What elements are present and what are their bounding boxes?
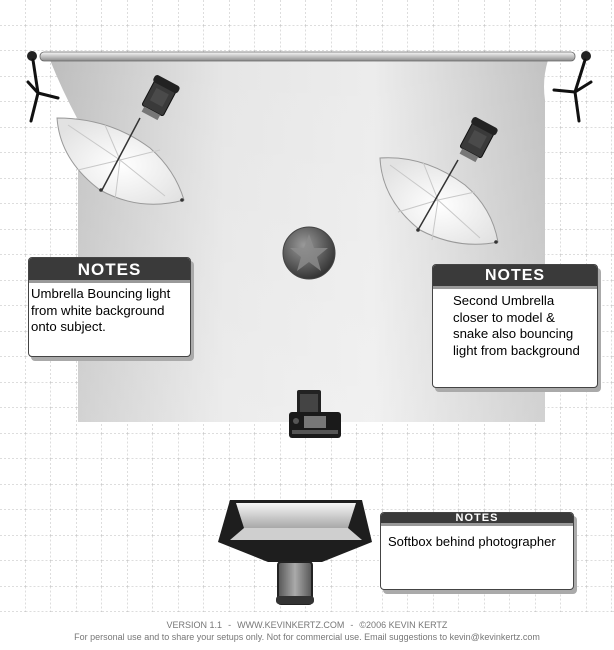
note-softbox: NOTES Softbox behind photographer (380, 512, 574, 590)
note-umbrella-left: NOTES Umbrella Bouncing light from white… (28, 257, 191, 357)
note-umbrella-right: NOTES Second Umbrella closer to model & … (432, 264, 598, 388)
subject-star-icon (282, 226, 336, 280)
copyright-label: ©2006 KEVIN KERTZ (359, 620, 448, 630)
umbrella-light-left (56, 75, 185, 205)
note-text: Second Umbrella closer to model & snake … (453, 293, 580, 358)
footer-disclaimer: For personal use and to share your setup… (74, 632, 540, 642)
backdrop-stand (26, 51, 593, 123)
softbox-light (218, 500, 372, 605)
note-header: NOTES (381, 513, 573, 526)
note-text: Umbrella Bouncing light from white backg… (31, 286, 171, 334)
note-text: Softbox behind photographer (388, 534, 556, 549)
footer: VERSION 1.1-WWW.KEVINKERTZ.COM-©2006 KEV… (0, 619, 614, 643)
version-label: VERSION 1.1 (166, 620, 223, 630)
umbrella-light-right (379, 117, 499, 245)
website-link[interactable]: WWW.KEVINKERTZ.COM (237, 620, 345, 630)
camera-icon (289, 390, 341, 438)
note-header: NOTES (29, 258, 190, 283)
note-header: NOTES (433, 265, 597, 289)
footer-credits: VERSION 1.1-WWW.KEVINKERTZ.COM-©2006 KEV… (166, 620, 448, 630)
